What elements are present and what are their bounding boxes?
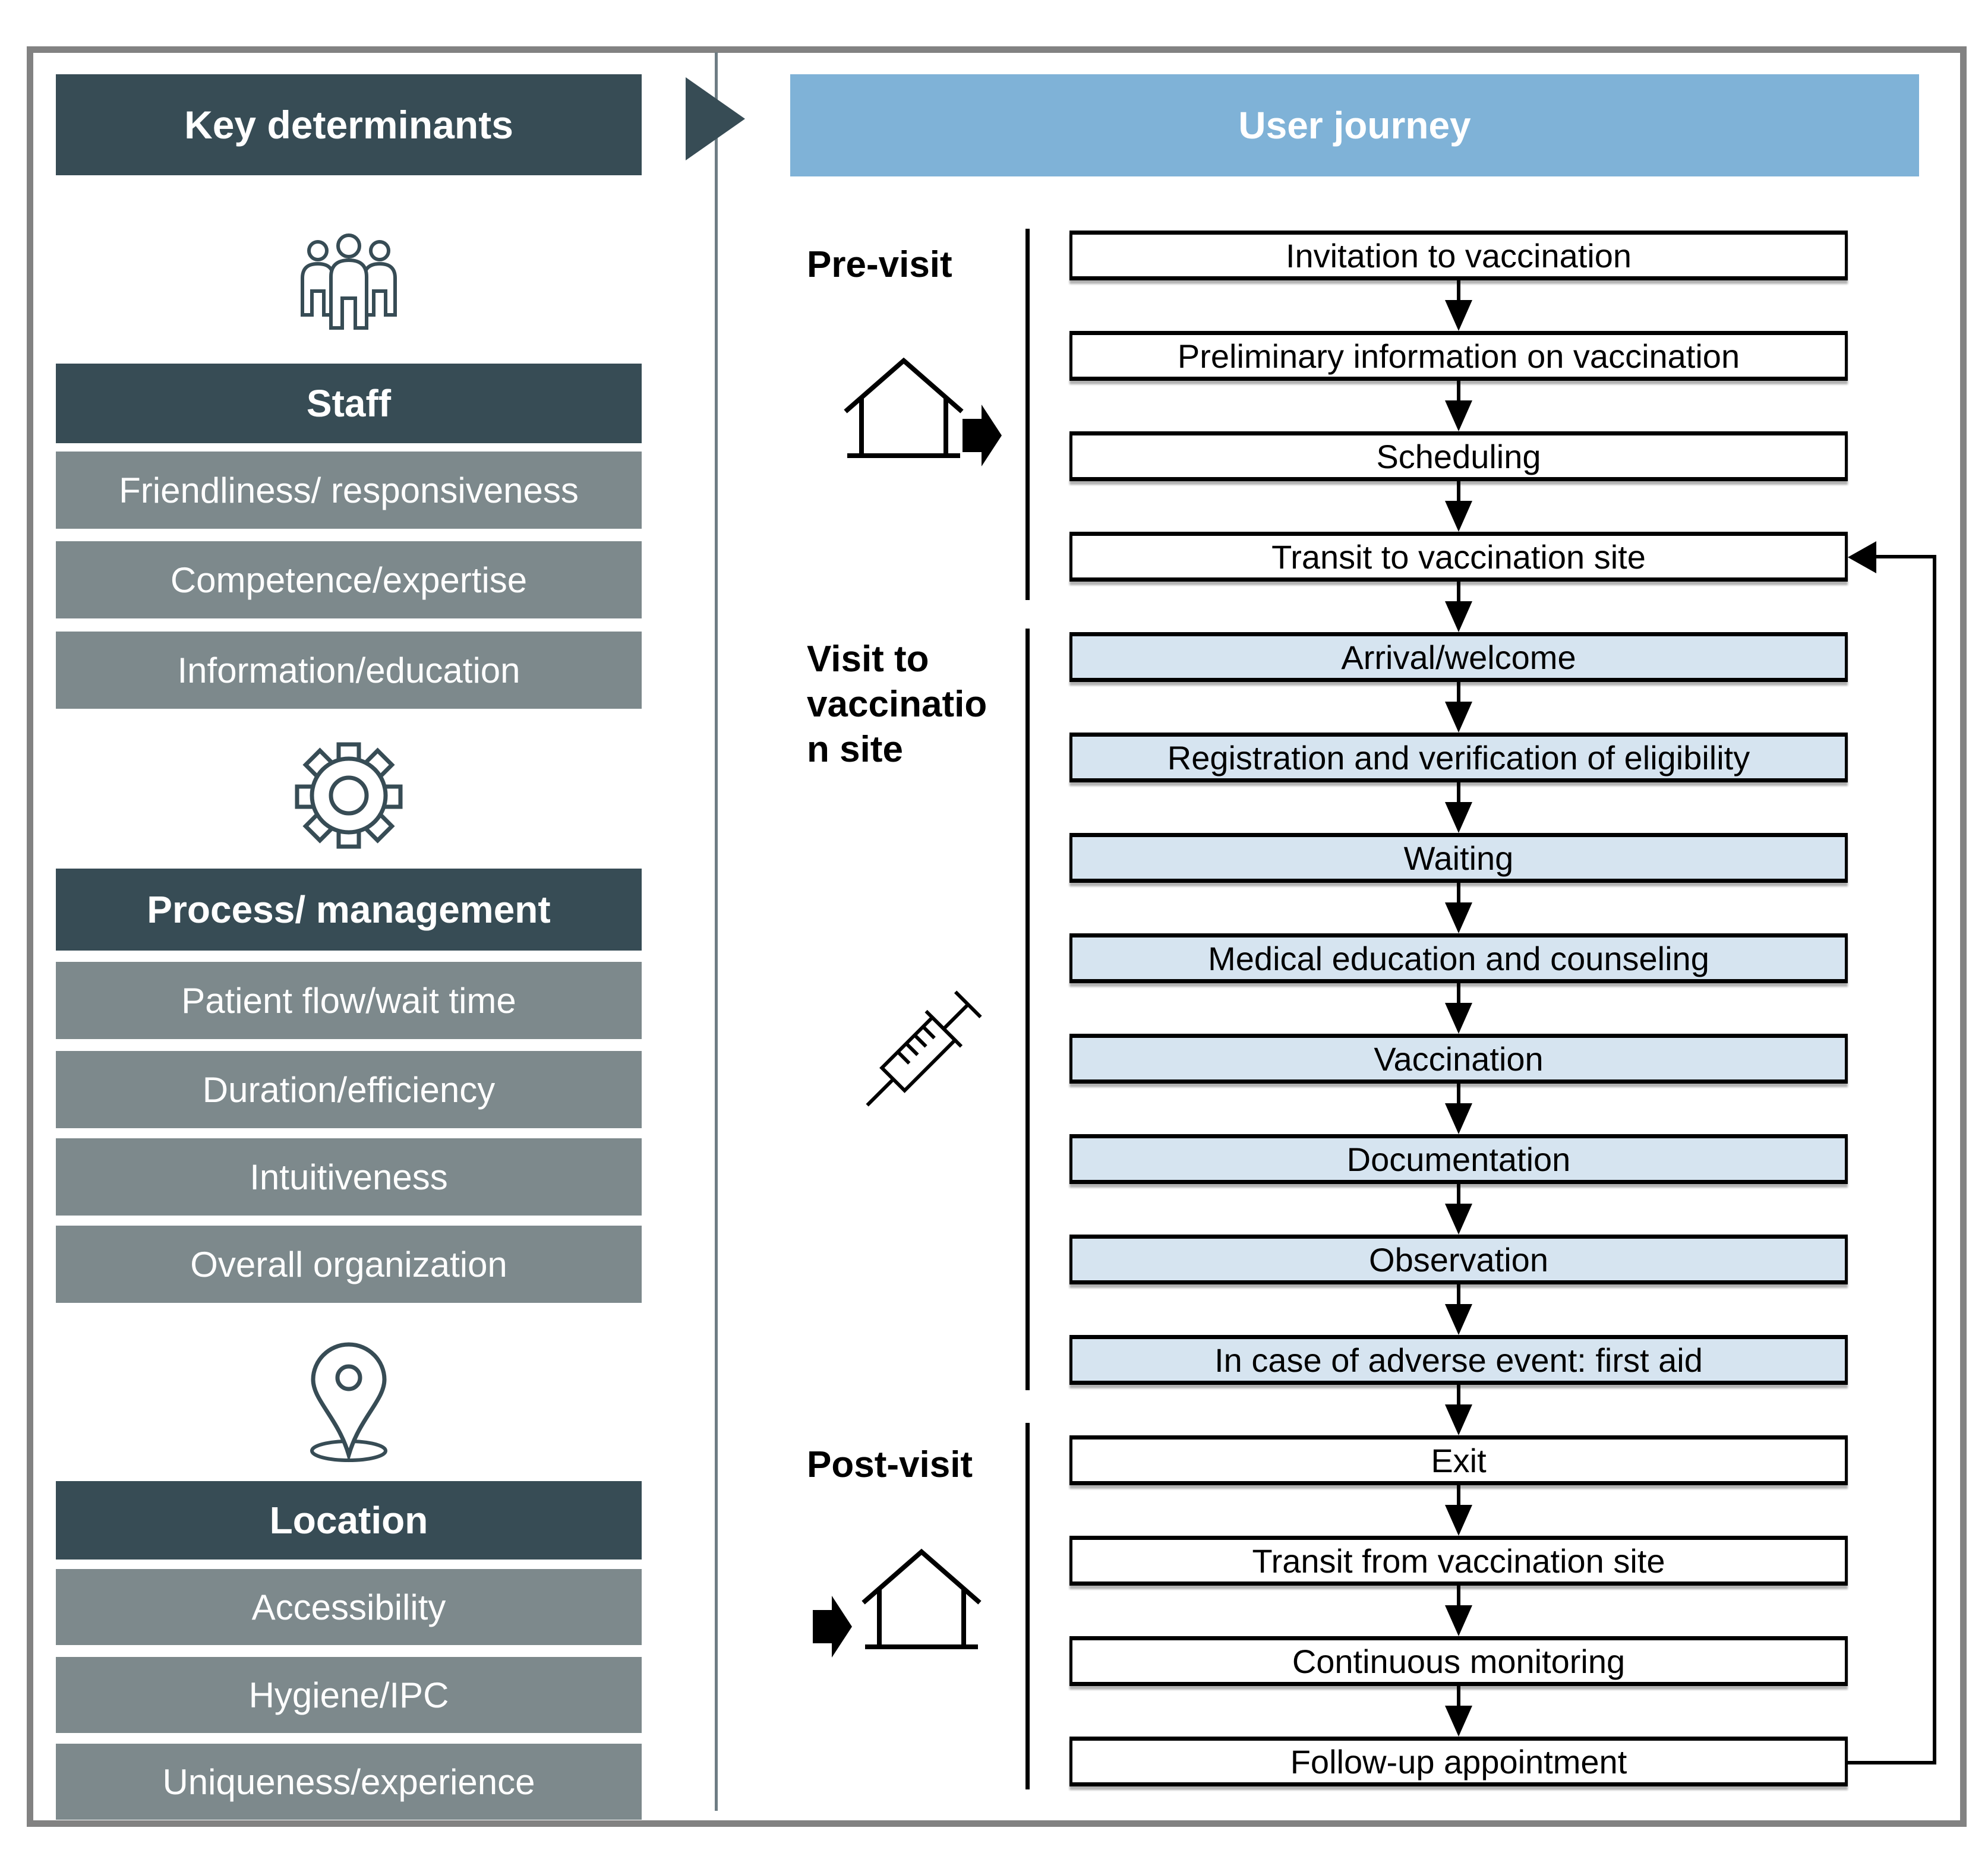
down-arrow-icon xyxy=(1069,481,1848,532)
syringe-icon xyxy=(850,957,1004,1135)
determinant-item: Friendliness/ responsiveness xyxy=(56,452,642,529)
determinant-item: Patient flow/wait time xyxy=(56,962,642,1039)
determinant-item: Hygiene/IPC xyxy=(56,1657,642,1733)
journey-step: Exit xyxy=(1069,1435,1848,1485)
gear-icon xyxy=(56,740,642,851)
journey-step: Waiting xyxy=(1069,833,1848,883)
stage-label-pre-visit: Pre-visit xyxy=(807,244,952,285)
section-header-location: Location xyxy=(56,1481,642,1560)
journey-step: Transit from vaccination site xyxy=(1069,1536,1848,1586)
stage-bracket-pre-visit xyxy=(1025,229,1030,600)
journey-step: Invitation to vaccination xyxy=(1069,231,1848,280)
section-header-process: Process/ management xyxy=(56,869,642,951)
down-arrow-icon xyxy=(1069,1284,1848,1335)
down-arrow-icon xyxy=(1069,1586,1848,1636)
journey-step: Arrival/welcome xyxy=(1069,632,1848,682)
down-arrow-icon xyxy=(1069,1184,1848,1235)
down-arrow-icon xyxy=(1069,381,1848,431)
feedback-line-vertical xyxy=(1933,555,1936,1764)
stage-label-visit: Visit to vaccinatio n site xyxy=(807,637,1033,772)
stage-bracket-visit xyxy=(1025,629,1030,1390)
determinant-item: Accessibility xyxy=(56,1569,642,1645)
down-arrow-icon xyxy=(1069,1084,1848,1134)
determinant-item: Overall organization xyxy=(56,1226,642,1303)
journey-step: Vaccination xyxy=(1069,1034,1848,1084)
stage-label-line: n site xyxy=(807,729,903,770)
user-journey-header: User journey xyxy=(790,74,1919,176)
down-arrow-icon xyxy=(1069,1385,1848,1435)
journey-step: Transit to vaccination site xyxy=(1069,532,1848,582)
determinant-item: Intuitiveness xyxy=(56,1138,642,1216)
determinant-item: Duration/efficiency xyxy=(56,1051,642,1128)
section-header-staff: Staff xyxy=(56,364,642,443)
determinant-item: Uniqueness/experience xyxy=(56,1744,642,1820)
location-pin-icon xyxy=(56,1336,642,1465)
journey-step: Observation xyxy=(1069,1235,1848,1284)
down-arrow-icon xyxy=(1069,582,1848,632)
journey-step: Scheduling xyxy=(1069,431,1848,481)
down-arrow-icon xyxy=(1069,782,1848,833)
left-arrowhead-icon xyxy=(1848,541,1876,573)
stage-label-post-visit: Post-visit xyxy=(807,1444,973,1485)
journey-step: Medical education and counseling xyxy=(1069,933,1848,983)
right-arrow-icon xyxy=(686,77,745,160)
determinant-item: Competence/expertise xyxy=(56,541,642,618)
down-arrow-icon xyxy=(1069,883,1848,933)
stage-bracket-post-visit xyxy=(1025,1423,1030,1789)
stage-label-line: vaccinatio xyxy=(807,684,987,725)
people-icon xyxy=(56,232,642,333)
key-determinants-header: Key determinants xyxy=(56,74,642,175)
journey-step: Continuous monitoring xyxy=(1069,1636,1848,1686)
down-arrow-icon xyxy=(1069,682,1848,733)
house-depart-icon xyxy=(837,353,1003,469)
journey-flow: Invitation to vaccination Preliminary in… xyxy=(1069,231,1848,1786)
journey-step: Documentation xyxy=(1069,1134,1848,1184)
column-divider xyxy=(715,52,718,1811)
feedback-line-top xyxy=(1872,555,1936,558)
down-arrow-icon xyxy=(1069,1686,1848,1737)
determinant-item: Information/education xyxy=(56,632,642,709)
journey-step: Registration and verification of eligibi… xyxy=(1069,733,1848,782)
journey-step: Follow-up appointment xyxy=(1069,1737,1848,1786)
feedback-line-bottom xyxy=(1845,1761,1936,1764)
journey-step: Preliminary information on vaccination xyxy=(1069,331,1848,381)
down-arrow-icon xyxy=(1069,1485,1848,1536)
journey-step: In case of adverse event: first aid xyxy=(1069,1335,1848,1385)
down-arrow-icon xyxy=(1069,983,1848,1034)
down-arrow-icon xyxy=(1069,280,1848,331)
house-return-icon xyxy=(813,1545,991,1661)
stage-label-line: Visit to xyxy=(807,639,929,680)
key-determinants-panel: Key determinants Staff Friendliness/ res… xyxy=(56,74,642,1820)
